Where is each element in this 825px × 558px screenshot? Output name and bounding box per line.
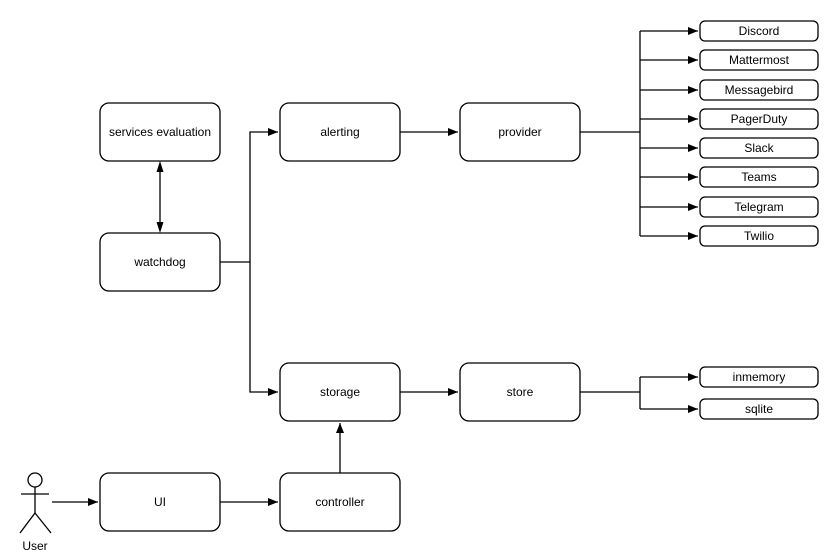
node-twilio-box [699, 225, 819, 247]
user-actor-right-leg-icon [34, 512, 52, 534]
node-controller-box [279, 472, 401, 532]
arrowhead-down-icon [156, 222, 164, 233]
nodes: services evaluation watchdog alerting pr… [99, 102, 581, 532]
node-watchdog: watchdog [99, 232, 221, 292]
node-watchdog-box [99, 232, 221, 292]
node-mattermost: Mattermost [699, 49, 819, 71]
node-slack: Slack [699, 137, 819, 159]
edges [52, 27, 698, 506]
store-targets: inmemory sqlite [699, 366, 819, 420]
user-actor-label: User [22, 539, 47, 553]
node-telegram-label: Telegram [734, 200, 783, 214]
node-teams: Teams [699, 166, 819, 188]
node-discord: Discord [699, 20, 819, 42]
node-store: store [459, 362, 581, 422]
provider-targets: Discord Mattermost Messagebird PagerDuty… [699, 20, 819, 247]
node-discord-box [699, 20, 819, 42]
node-messagebird: Messagebird [699, 79, 819, 101]
edge-watchdog-alerting [220, 128, 278, 263]
user-actor-head-icon [27, 472, 43, 488]
node-ui-box [99, 472, 221, 532]
node-teams-label: Teams [741, 170, 776, 184]
edge-watchdog-storage [249, 262, 278, 396]
node-sqlite-box [699, 398, 819, 420]
node-alerting: alerting [279, 102, 401, 162]
node-alerting-label: alerting [320, 125, 359, 139]
node-sqlite: sqlite [699, 398, 819, 420]
node-services-evaluation-box [99, 102, 221, 162]
node-ui-label: UI [154, 495, 166, 509]
user-actor-left-leg-icon [19, 512, 36, 534]
node-services-evaluation-label: services evaluation [109, 125, 211, 139]
node-mattermost-box [699, 49, 819, 71]
user-actor: User [19, 472, 52, 553]
node-teams-box [699, 166, 819, 188]
node-storage-box [279, 362, 401, 422]
node-provider: provider [459, 102, 581, 162]
node-provider-label: provider [498, 125, 541, 139]
arrowhead-up-icon [156, 161, 164, 172]
node-messagebird-box [699, 79, 819, 101]
node-alerting-box [279, 102, 401, 162]
node-sqlite-label: sqlite [745, 402, 773, 416]
node-pagerduty-label: PagerDuty [731, 112, 788, 126]
node-inmemory-box [699, 366, 819, 388]
node-telegram-box [699, 196, 819, 218]
node-store-box [459, 362, 581, 422]
node-services-evaluation: services evaluation [99, 102, 221, 162]
node-pagerduty-box [699, 108, 819, 130]
node-storage-label: storage [320, 385, 360, 399]
node-inmemory: inmemory [699, 366, 819, 388]
node-controller: controller [279, 472, 401, 532]
node-watchdog-label: watchdog [133, 255, 185, 269]
node-provider-box [459, 102, 581, 162]
node-twilio: Twilio [699, 225, 819, 247]
node-discord-label: Discord [739, 24, 780, 38]
node-storage: storage [279, 362, 401, 422]
node-twilio-label: Twilio [744, 229, 774, 243]
node-telegram: Telegram [699, 196, 819, 218]
node-store-label: store [507, 385, 534, 399]
node-inmemory-label: inmemory [733, 370, 786, 384]
node-slack-label: Slack [744, 141, 774, 155]
node-controller-label: controller [315, 495, 364, 509]
node-messagebird-label: Messagebird [725, 83, 794, 97]
node-slack-box [699, 137, 819, 159]
node-mattermost-label: Mattermost [729, 53, 790, 67]
node-pagerduty: PagerDuty [699, 108, 819, 130]
node-ui: UI [99, 472, 221, 532]
